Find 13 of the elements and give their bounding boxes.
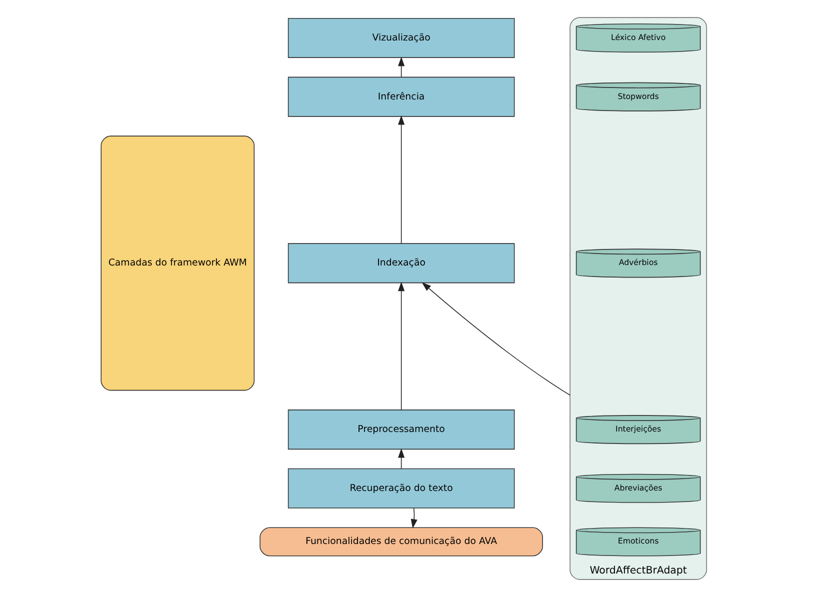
arrow [410,508,418,529]
arrow [398,56,405,78]
arrow [422,282,570,396]
node-box: Recuperação do texto [288,468,515,508]
node-box: Inferência [288,76,515,117]
arrow [398,282,405,410]
arrow [398,115,405,244]
node-box: Preprocessamento [288,410,515,450]
arrow [398,448,405,469]
node-box: Indexação [288,243,515,284]
node-box: Camadas do framework AWM [100,136,255,391]
node-box: Vizualização [288,18,515,58]
node-box: Funcionalidades de comunicação do AVA [260,527,543,556]
